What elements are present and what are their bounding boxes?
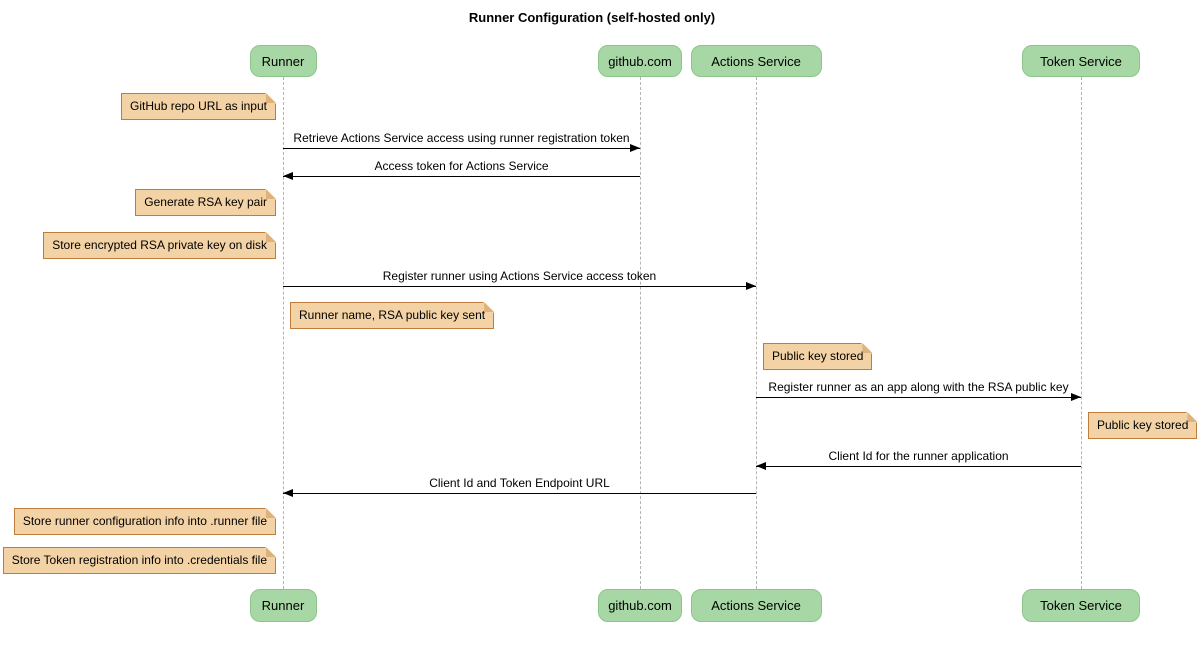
message-arrowhead — [756, 462, 766, 470]
participant-runner-bottom: Runner — [249, 589, 317, 622]
note-text: Generate RSA key pair — [144, 195, 267, 209]
note-fold-flap — [266, 508, 276, 518]
note-text: Public key stored — [1097, 418, 1189, 432]
lifeline-github — [640, 77, 641, 589]
message-line — [283, 176, 640, 177]
message-line — [756, 466, 1081, 467]
participant-token-top: Token Service — [1022, 45, 1140, 77]
diagram-title: Runner Configuration (self-hosted only) — [468, 10, 716, 25]
message-label: Retrieve Actions Service access using ru… — [293, 131, 630, 145]
message-label: Client Id and Token Endpoint URL — [429, 476, 610, 490]
note-fold-flap — [862, 343, 873, 353]
message-line — [756, 397, 1081, 398]
lifeline-runner — [283, 77, 284, 589]
note-text: Store runner configuration info into .ru… — [22, 514, 267, 528]
participant-token-bottom: Token Service — [1022, 589, 1140, 622]
message-line — [283, 148, 640, 149]
participant-actions-top: Actions Service — [690, 45, 822, 77]
message-label: Client Id for the runner application — [828, 449, 1009, 463]
message-label: Register runner as an app along with the… — [768, 380, 1069, 394]
note-text: GitHub repo URL as input — [130, 99, 267, 113]
participant-actions-bottom: Actions Service — [690, 589, 822, 622]
note: Generate RSA key pair — [135, 189, 276, 216]
message-arrowhead — [283, 489, 293, 497]
note-text: Store encrypted RSA private key on disk — [52, 238, 267, 252]
note-fold-flap — [266, 232, 276, 242]
note-fold-flap — [266, 189, 276, 199]
note: Runner name, RSA public key sent — [290, 302, 495, 329]
lifeline-token — [1081, 77, 1082, 589]
message-arrowhead — [746, 282, 756, 290]
note: Store runner configuration info into .ru… — [13, 508, 276, 535]
note-fold-flap — [266, 547, 276, 557]
message-label: Access token for Actions Service — [374, 159, 549, 173]
note: GitHub repo URL as input — [121, 93, 276, 120]
note: Store Token registration info into .cred… — [2, 547, 276, 574]
note-fold-flap — [484, 302, 495, 312]
message-line — [283, 493, 756, 494]
note: Public key stored — [1088, 412, 1198, 439]
message-arrowhead — [283, 172, 293, 180]
message-label: Register runner using Actions Service ac… — [382, 269, 657, 283]
note-fold-flap — [1187, 412, 1198, 422]
message-arrowhead — [1071, 393, 1081, 401]
participant-runner-top: Runner — [249, 45, 317, 77]
lifeline-actions — [756, 77, 757, 589]
message-line — [283, 286, 756, 287]
participant-github-bottom: github.com — [598, 589, 682, 622]
note-fold-flap — [266, 93, 276, 103]
note: Public key stored — [763, 343, 873, 370]
note-text: Runner name, RSA public key sent — [299, 308, 486, 322]
note-text: Store Token registration info into .cred… — [11, 553, 267, 567]
note-text: Public key stored — [772, 349, 864, 363]
note: Store encrypted RSA private key on disk — [43, 232, 276, 259]
message-arrowhead — [630, 144, 640, 152]
participant-github-top: github.com — [598, 45, 682, 77]
